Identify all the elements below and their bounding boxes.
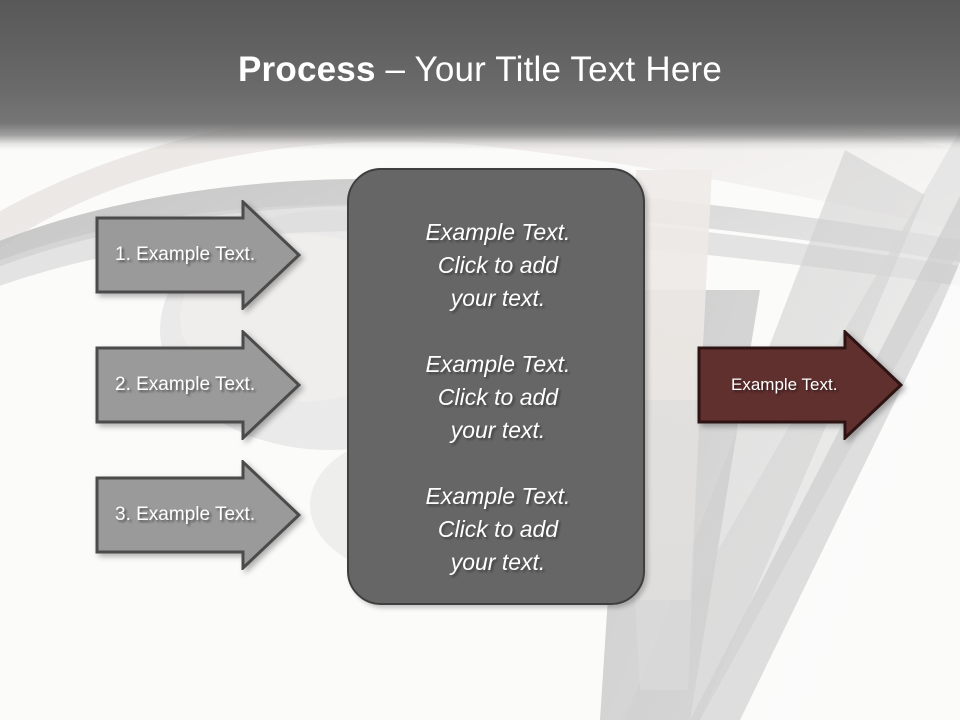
right-arrow-icon <box>95 330 301 440</box>
step-arrow-3[interactable]: 3. Example Text. <box>95 460 301 570</box>
center-content-panel[interactable]: Example Text. Click to add your text. Ex… <box>347 168 645 605</box>
step-arrow-3-label: 3. Example Text. <box>115 504 256 525</box>
result-arrow-label: Example Text. <box>731 375 838 394</box>
page-title: Process – Your Title Text Here <box>0 48 960 92</box>
title-bold-part: Process <box>238 50 376 89</box>
step-arrow-1[interactable]: 1. Example Text. <box>95 200 301 310</box>
title-rest-part: Your Title Text Here <box>414 50 722 89</box>
right-arrow-icon <box>95 460 301 570</box>
panel-text-block-2: Example Text. Click to add your text. <box>425 351 571 443</box>
title-separator: – <box>375 50 415 89</box>
header-band <box>0 0 960 150</box>
step-arrow-2-label: 2. Example Text. <box>115 374 256 395</box>
step-arrow-2[interactable]: 2. Example Text. <box>95 330 301 440</box>
panel-text-block-1: Example Text. Click to add your text. <box>425 219 571 311</box>
right-arrow-icon <box>95 200 301 310</box>
panel-text-block-3: Example Text. Click to add your text. <box>425 483 571 575</box>
step-arrow-1-label: 1. Example Text. <box>115 244 256 265</box>
result-arrow[interactable]: Example Text. <box>697 330 903 440</box>
right-arrow-icon <box>697 330 903 440</box>
